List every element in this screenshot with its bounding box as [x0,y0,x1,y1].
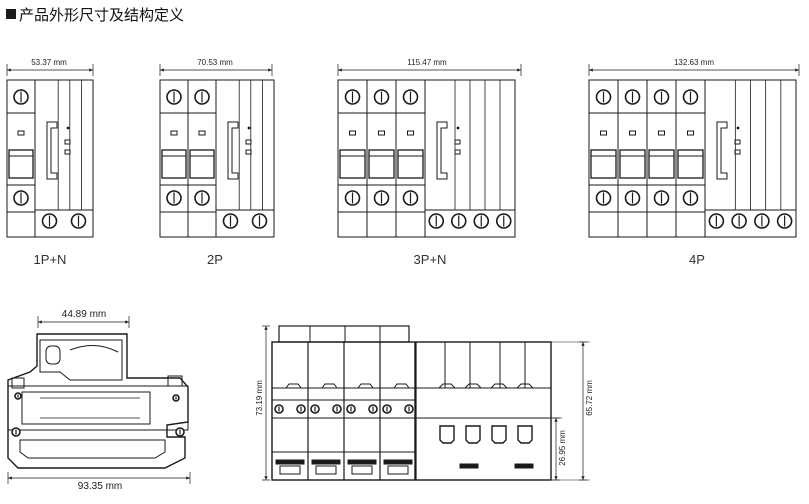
front-rail-slot [275,459,305,465]
front-view-drawing [262,325,590,481]
indicator-mark [734,149,741,155]
section-title: 产品外形尺寸及结构定义 [19,5,185,24]
caption-3pn: 3P+N [413,252,447,267]
side-body [7,385,189,431]
variant-3pn [337,79,516,238]
toggle-handle [590,149,617,179]
variant-4p [588,79,797,238]
front-height-body-label: 65.72 mm [585,380,594,416]
front-rail-slot [347,459,377,465]
rcd-front-upper [414,387,552,419]
indicator-slot [378,130,385,136]
test-button [247,126,251,130]
indicator-mark [454,139,461,145]
indicator-slot [687,130,694,136]
pole-hook [321,383,338,389]
indicator-mark [64,149,71,155]
caption-1pn: 1P+N [33,252,67,267]
indicator-slot [407,130,414,136]
rcd-terminal [491,425,507,444]
toggle-handle [648,149,675,179]
test-button [66,126,70,130]
test-button [456,126,460,130]
test-lever [716,121,728,180]
rcd-terminal [517,425,533,444]
rcd-rail-slot [459,463,479,469]
rcd-terminal [465,425,481,444]
caption-2p: 2P [207,252,223,267]
front-rail-slot [311,459,341,465]
indicator-slot [349,130,356,136]
indicator-slot [170,130,178,136]
dim-label-2p: 70.53 mm [197,58,233,67]
front-rail-foot [351,465,373,475]
pole-hook [393,383,410,389]
side-arc [69,345,119,353]
lower-terminal-block [424,209,516,238]
rcd-hook [490,383,508,389]
toggle-handle [677,149,704,179]
toggle-handle [161,149,187,179]
indicator-mark [454,149,461,155]
top-cover [278,325,410,343]
side-top-dim-label: 44.89 mm [62,309,106,320]
indicator-mark [245,139,252,145]
pole-hook [357,383,374,389]
din-rail-clip [19,439,166,459]
variant-2p [159,79,275,238]
toggle-handle [619,149,646,179]
front-height-total-label: 73.19 mm [255,380,264,416]
toggle-handle [339,149,366,179]
caption-4p: 4P [689,252,705,267]
side-handle-frame [39,339,123,381]
rcd-module [34,79,94,238]
lower-terminal-block [215,209,275,238]
indicator-mark [64,139,71,145]
front-height-lower-label: 26.95 mm [558,430,567,466]
test-lever [46,121,58,180]
indicator-slot [600,130,607,136]
toggle-handle [368,149,395,179]
variant-1pn [6,79,94,238]
indicator-mark [245,149,252,155]
clip-right [167,375,183,387]
indicator-slot [17,130,25,136]
square-bullet-icon [6,9,16,19]
lower-terminal-block [34,209,94,238]
indicator-slot [198,130,206,136]
test-lever [227,121,239,180]
side-outline [7,333,189,469]
front-rail-foot [315,465,337,475]
section-header: 产品外形尺寸及结构定义 [6,3,184,25]
lower-terminal-block [704,209,797,238]
rcd-hook [464,383,482,389]
indicator-mark [734,139,741,145]
test-lever [436,121,448,180]
rcd-hook [438,383,456,389]
indicator-slot [658,130,665,136]
front-rail-slot [383,459,413,465]
rcd-terminal [439,425,455,444]
front-rail-foot [279,465,301,475]
side-toggle-slot [45,345,61,365]
side-view-drawing [7,316,191,484]
indicator-slot [629,130,636,136]
test-button [736,126,740,130]
side-bottom-dim-label: 93.35 mm [78,481,122,492]
front-rail-foot [387,465,409,475]
toggle-handle [189,149,215,179]
dim-label-3pn: 115.47 mm [407,58,447,67]
dim-label-4p: 132.63 mm [674,58,714,67]
rcd-module [215,79,275,238]
rcd-rail-slot [514,463,534,469]
toggle-handle [8,149,34,179]
side-inner-body [21,391,151,425]
pole-hook [285,383,302,389]
dim-label-1pn: 53.37 mm [31,58,67,67]
toggle-handle [397,149,424,179]
clip-left [11,377,25,389]
